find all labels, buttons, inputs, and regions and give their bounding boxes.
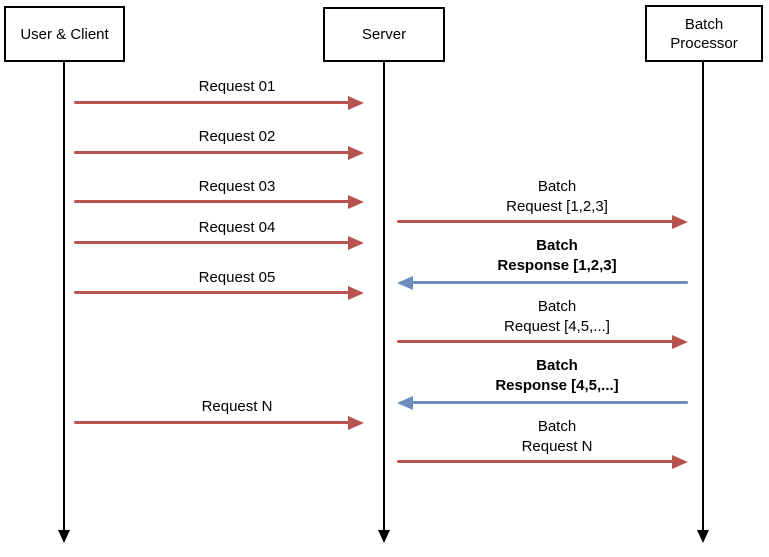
lifeline-batch-processor [697, 61, 709, 543]
arrow-right-icon [74, 96, 364, 110]
actor-box-server: Server [323, 7, 445, 62]
arrow-right-icon [397, 335, 688, 349]
arrow-left-icon [397, 276, 688, 290]
message-label-request-04: Request 04 [198, 219, 276, 236]
actor-label-server: Server [361, 26, 407, 43]
arrow-right-icon [397, 215, 688, 229]
actor-box-user-client: User & Client [4, 6, 125, 62]
message-label-request-05: Request 05 [198, 269, 276, 286]
arrow-right-icon [74, 195, 364, 209]
message-label-batch-response-123: Batch Response [1,2,3] [497, 237, 617, 274]
message-label-request-n: Request N [201, 398, 273, 415]
message-label-request-03: Request 03 [198, 178, 276, 195]
lifeline-server [378, 61, 390, 543]
arrow-right-icon [74, 236, 364, 250]
arrow-right-icon [74, 286, 364, 300]
actor-label-batch-processor: Batch Processor [670, 15, 738, 52]
message-label-batch-request-n: Batch Request N [521, 418, 593, 455]
message-label-request-01: Request 01 [198, 78, 276, 95]
message-label-batch-request-45: Batch Request [4,5,...] [504, 298, 610, 335]
message-label-request-02: Request 02 [198, 128, 276, 145]
lifeline-user-client [58, 61, 70, 543]
actor-box-batch-processor: Batch Processor [645, 5, 763, 62]
arrow-right-icon [74, 146, 364, 160]
arrow-right-icon [397, 455, 688, 469]
message-label-batch-request-123: Batch Request [1,2,3] [506, 178, 608, 215]
arrow-left-icon [397, 396, 688, 410]
message-label-batch-response-45: Batch Response [4,5,...] [495, 357, 619, 394]
arrow-right-icon [74, 416, 364, 430]
actor-label-user-client: User & Client [20, 25, 109, 43]
